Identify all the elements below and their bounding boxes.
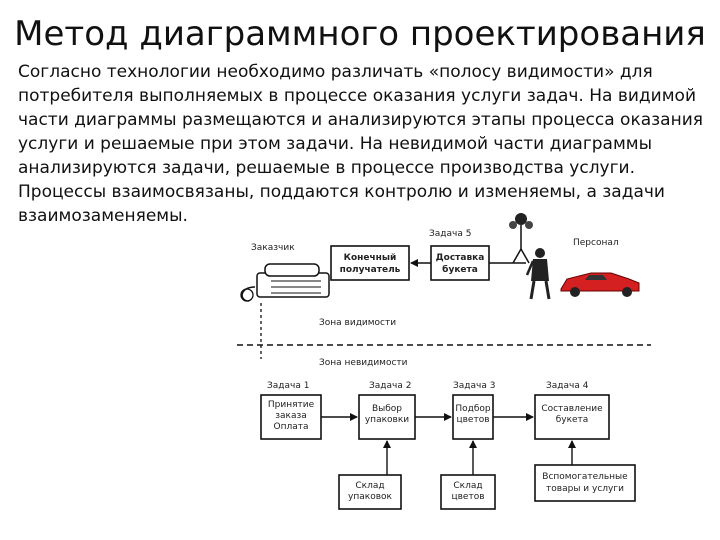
bouquet-delivery-line2: букета <box>442 264 478 275</box>
staff-label: Персонал <box>573 238 619 248</box>
packaging-choice-line2: упаковки <box>365 415 409 425</box>
slide-paragraph: Согласно технологии необходимо различать… <box>18 62 703 226</box>
courier-person-icon <box>525 248 551 300</box>
telephone-icon <box>240 263 330 302</box>
customer-label: Заказчик <box>251 243 295 253</box>
packaging-store-line2: упаковок <box>348 492 392 502</box>
packaging-choice-box <box>358 394 416 440</box>
invisibility-zone-label: Зона невидимости <box>319 358 408 368</box>
bouquet-compose-line2: букета <box>556 415 589 425</box>
packaging-store-line1: Склад <box>355 481 384 491</box>
task3-label: Задача 3 <box>453 381 495 391</box>
auxiliary-goods-box <box>534 464 636 502</box>
flower-selection-line2: цветов <box>456 415 489 425</box>
auxiliary-goods-line1: Вспомогательные <box>542 472 628 482</box>
service-blueprint-diagram: Заказчик Задача 5 Персонал Конечный полу… <box>231 209 665 519</box>
flower-bouquet-icon <box>509 213 533 264</box>
bouquet-delivery-box <box>430 245 490 281</box>
visibility-zone-label: Зона видимости <box>319 318 396 328</box>
final-recipient-box <box>330 245 410 281</box>
final-recipient-line2: получатель <box>340 265 401 275</box>
slide-title: Метод диаграммного проектирования <box>14 14 706 54</box>
bouquet-delivery-line1: Доставка <box>436 253 485 263</box>
flower-store-box <box>440 474 496 510</box>
order-accept-line2: заказа <box>275 411 307 421</box>
bouquet-compose-box <box>534 394 610 440</box>
packaging-choice-line1: Выбор <box>372 404 402 414</box>
order-accept-line1: Принятие <box>268 400 315 410</box>
order-accept-line3: Оплата <box>274 422 309 432</box>
task1-label: Задача 1 <box>267 381 309 391</box>
flower-store-line1: Склад <box>453 481 482 491</box>
bouquet-compose-line1: Составление <box>541 404 603 414</box>
flower-selection-line1: Подбор <box>455 404 491 414</box>
flower-store-line2: цветов <box>451 492 484 502</box>
auxiliary-goods-line2: товары и услуги <box>546 484 624 494</box>
task5-label: Задача 5 <box>429 229 471 239</box>
packaging-store-box <box>338 474 402 510</box>
final-recipient-line1: Конечный <box>344 253 397 263</box>
order-accept-box <box>260 394 322 440</box>
task2-label: Задача 2 <box>369 381 411 391</box>
red-car-icon <box>560 272 640 297</box>
task4-label: Задача 4 <box>546 381 589 391</box>
